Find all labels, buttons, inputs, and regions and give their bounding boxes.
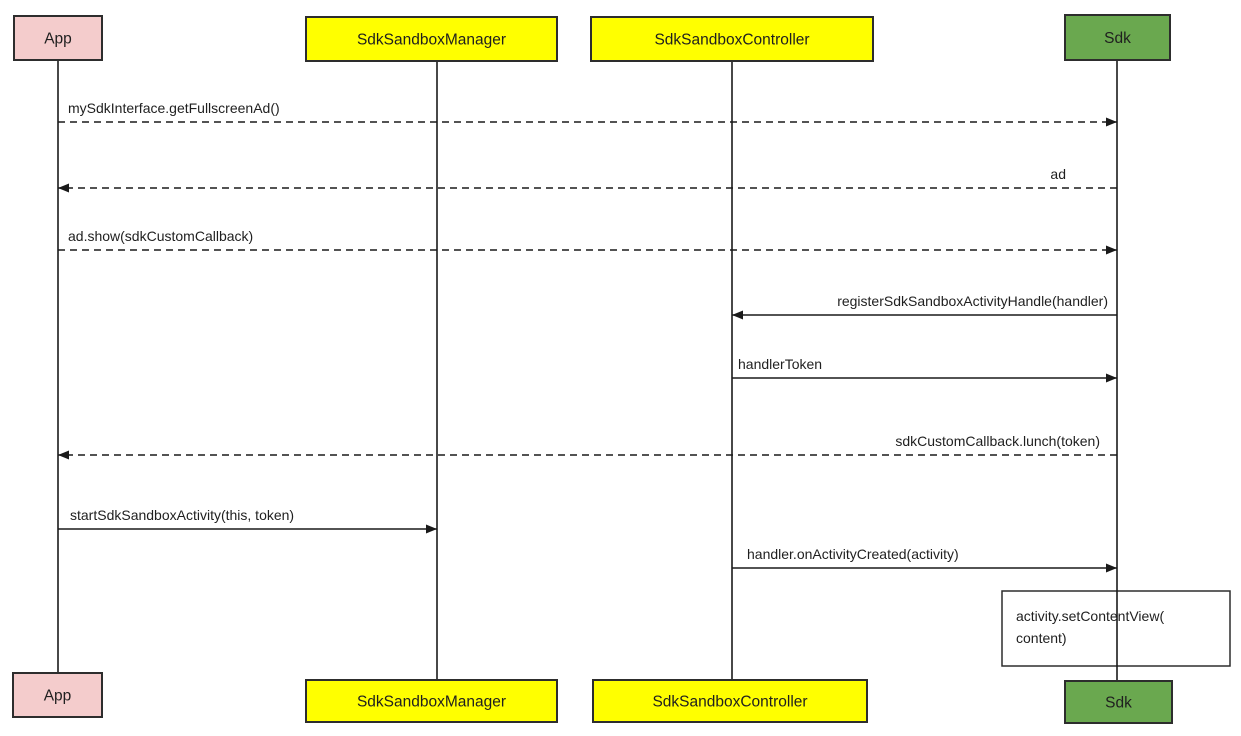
actor-label-app-top: App [44,31,72,48]
actor-label-manager-top: SdkSandboxManager [357,32,506,49]
arrowhead-icon [1106,245,1117,255]
message-label: startSdkSandboxActivity(this, token) [70,507,294,523]
actor-label-sdk-top: Sdk [1104,30,1131,47]
actor-box-controller-bottom [592,679,868,723]
note-text-line: activity.setContentView( [1016,608,1164,624]
actor-box-sdk-bottom [1064,680,1173,724]
arrowhead-icon [426,524,437,534]
arrowhead-icon [1106,563,1117,573]
arrowhead-icon [1106,373,1117,383]
actor-box-manager-bottom [305,679,558,723]
arrowhead-icon [58,450,69,460]
actor-label-manager-bottom: SdkSandboxManager [357,694,506,711]
message-label: registerSdkSandboxActivityHandle(handler… [837,293,1108,309]
actor-label-controller-bottom: SdkSandboxController [652,694,807,711]
message-label: ad [1050,166,1066,182]
actor-box-app-top [13,15,103,61]
message-label: ad.show(sdkCustomCallback) [68,228,253,244]
message-label: handlerToken [738,356,822,372]
actor-label-sdk-bottom: Sdk [1105,695,1132,712]
note-text-line: content) [1016,630,1067,646]
arrowhead-icon [1106,117,1117,127]
message-label: mySdkInterface.getFullscreenAd() [68,100,280,116]
actor-label-app-bottom: App [44,688,72,705]
actor-label-controller-top: SdkSandboxController [654,32,809,49]
actor-box-manager-top [305,16,558,62]
actor-box-controller-top [590,16,874,62]
arrowhead-icon [732,310,743,320]
actor-box-sdk-top [1064,14,1171,61]
message-label: handler.onActivityCreated(activity) [747,546,959,562]
note-box [1001,590,1231,667]
arrowhead-icon [58,183,69,193]
message-label: sdkCustomCallback.lunch(token) [895,433,1100,449]
actor-box-app-bottom [12,672,103,718]
